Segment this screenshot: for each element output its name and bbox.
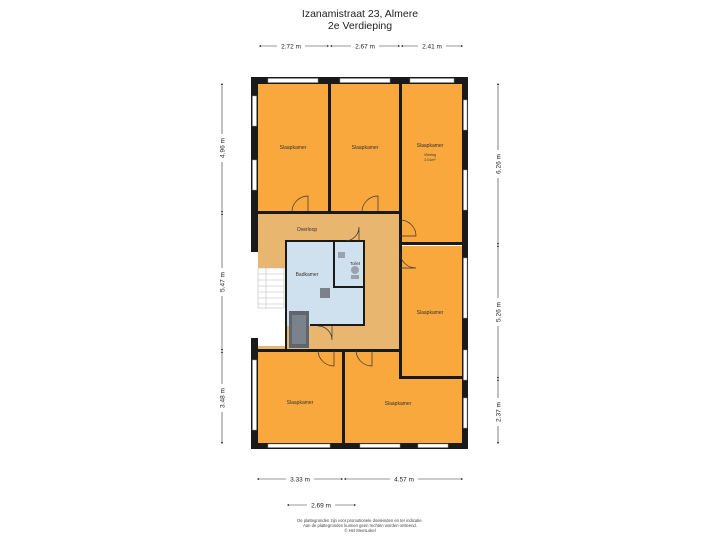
staircase xyxy=(257,267,285,309)
sink xyxy=(320,288,330,298)
dim-right-2: 5.26 m xyxy=(496,302,503,322)
dim-left-2: 5.47 m xyxy=(220,272,227,292)
dim-left-1: 4.96 m xyxy=(220,138,227,158)
landing-label: Overloop xyxy=(297,227,318,233)
door-bedroom-4 xyxy=(399,251,417,269)
bedroom-1-label: Slaapkamer xyxy=(280,145,307,151)
bedroom-1-area xyxy=(258,84,329,212)
bathtub-inner xyxy=(292,315,306,344)
plan-floor: 2e Verdieping xyxy=(327,20,393,32)
dim-top-2: 2.67 m xyxy=(355,44,375,51)
bedroom-3-label: Slaapkamer xyxy=(417,143,444,149)
bedroom-6-area xyxy=(345,352,462,443)
toilet-label: Toilet xyxy=(350,261,361,266)
footer-disclaimer-2: Aan de plattegronden kunnen geen rechten… xyxy=(303,523,417,528)
dim-bottom-2: 4.57 m xyxy=(394,477,414,484)
door-bedroom-5 xyxy=(317,349,335,367)
toilet-bowl xyxy=(351,266,359,274)
bedroom-2-area xyxy=(331,84,400,212)
door-bedroom-1 xyxy=(291,195,309,213)
dim-right-3: 2.37 m xyxy=(496,402,503,422)
bedroom-2-label: Slaapkamer xyxy=(352,145,379,151)
room-fills xyxy=(256,84,462,443)
dim-left-3: 3.48 m xyxy=(220,388,227,408)
doors xyxy=(291,195,417,367)
footer-disclaimer-1: De plattegronden zijn voor promotionele … xyxy=(297,518,423,523)
bedroom-5-area xyxy=(258,352,343,443)
bedroom-5-label: Slaapkamer xyxy=(287,400,314,406)
footer-copyright: © Het MeetLokel xyxy=(344,528,376,533)
toilet-washbasin xyxy=(338,252,345,258)
bedroom-6-label: Slaapkamer xyxy=(385,401,412,407)
bathroom-fixtures xyxy=(289,252,359,348)
stairwell-area xyxy=(256,268,286,346)
windows xyxy=(252,78,468,448)
door-bedroom-2 xyxy=(361,195,379,213)
door-bathroom xyxy=(317,325,333,341)
door-bedroom-3 xyxy=(399,219,417,237)
bedroom-3-size: 2.01m² xyxy=(424,158,436,162)
bedroom-3-note: Vliering xyxy=(424,153,436,157)
door-bedroom-6 xyxy=(355,349,373,367)
dim-bottom-total: 2.69 m xyxy=(311,503,331,510)
dim-top-1: 2.72 m xyxy=(281,44,301,51)
door-toilet xyxy=(344,226,360,242)
dim-top-3: 2.41 m xyxy=(422,44,442,51)
plan-address: Izanamistraat 23, Almere xyxy=(301,8,419,20)
bedroom-4-label: Slaapkamer xyxy=(417,310,444,316)
dim-right-1: 6.26 m xyxy=(496,154,503,174)
toilet-tank xyxy=(351,275,359,279)
bedroom-3-area xyxy=(402,84,462,244)
dim-bottom-1: 3.33 m xyxy=(290,477,310,484)
bathroom-label: Badkamer xyxy=(296,272,319,278)
